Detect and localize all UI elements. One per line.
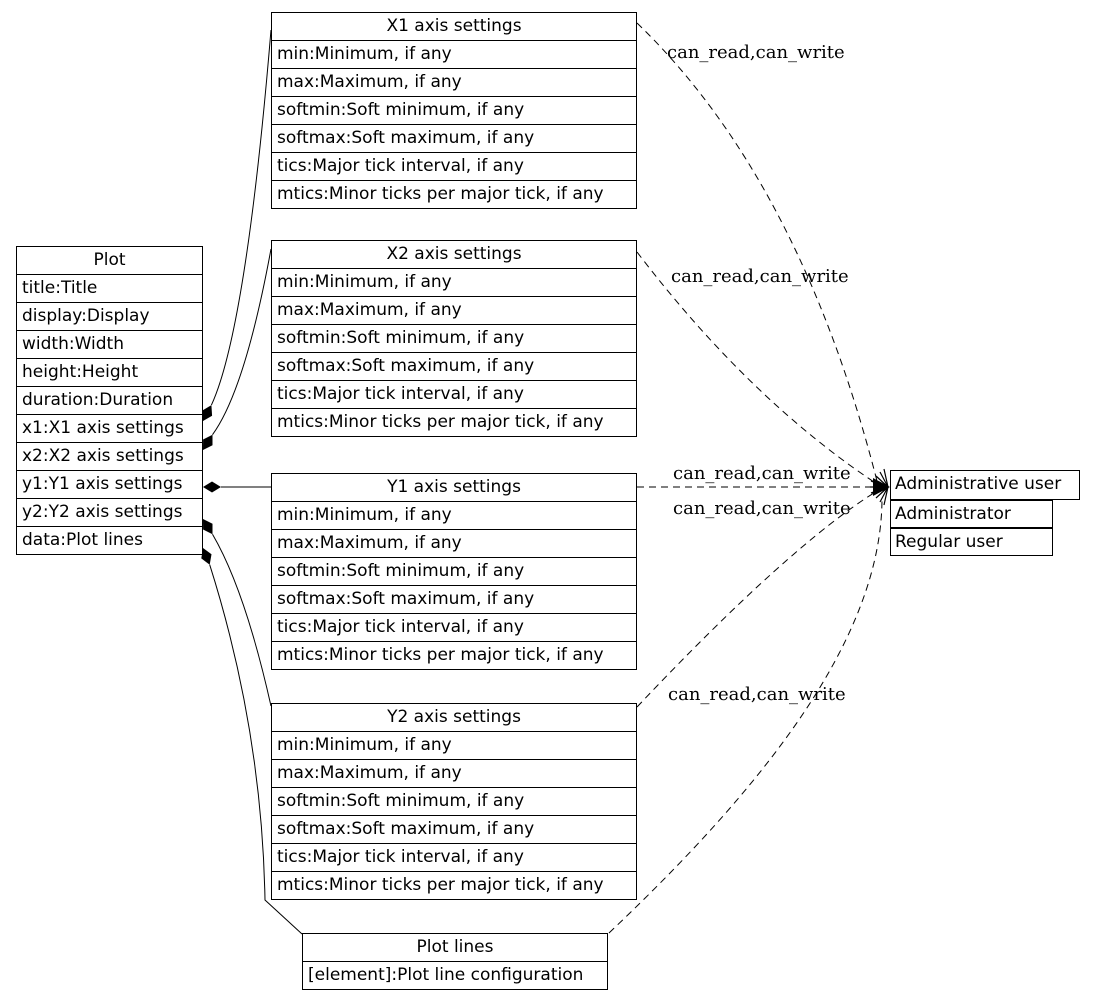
record-row: tics:Major tick interval, if any [272, 844, 636, 872]
edge-label-y1-permission: can_read,can_write [673, 463, 851, 484]
node-regular-user: Regular user [890, 528, 1053, 556]
edge-x1-admin-permission [636, 22, 878, 482]
record-row: [element]:Plot line configuration [308, 965, 584, 985]
node-x2-title: X2 axis settings [272, 241, 636, 269]
node-plot-lines-rows: [element]:Plot line configuration [303, 962, 607, 989]
edge-plot-x2-composition [212, 248, 272, 435]
composition-diamond-icon [202, 405, 213, 421]
record-row: y1:Y1 axis settings [17, 471, 202, 499]
record-row: softmax:Soft maximum, if any [272, 816, 636, 844]
record-row: softmin:Soft minimum, if any [272, 97, 636, 125]
record-row: min:Minimum, if any [272, 732, 636, 760]
record-row: max:Maximum, if any [272, 297, 636, 325]
record-row: x2:X2 axis settings [17, 443, 202, 471]
edge-plot-data-composition [209, 564, 303, 935]
record-row: softmax:Soft maximum, if any [272, 125, 636, 153]
record-row: softmin:Soft minimum, if any [272, 558, 636, 586]
edge-y2-admin-permission [636, 490, 878, 708]
node-regular-user-title: Regular user [895, 532, 1003, 552]
record-row: tics:Major tick interval, if any [272, 153, 636, 181]
edge-x2-admin-permission [636, 251, 878, 485]
edge-label-y2-permission: can_read,can_write [673, 498, 851, 519]
node-y1-title: Y1 axis settings [272, 474, 636, 502]
record-row: softmax:Soft maximum, if any [272, 353, 636, 381]
record-row: softmin:Soft minimum, if any [272, 325, 636, 353]
record-row: max:Maximum, if any [272, 530, 636, 558]
edge-label-x2-permission: can_read,can_write [671, 266, 849, 287]
arrowhead-icon [873, 478, 890, 496]
node-administrative-user: Administrative user [890, 470, 1080, 500]
node-administrative-user-title: Administrative user [895, 474, 1062, 494]
edge-plotlines-admin-permission [608, 497, 883, 934]
edge-label-x1-permission: can_read,can_write [667, 42, 845, 63]
record-row: width:Width [17, 331, 202, 359]
record-row: min:Minimum, if any [272, 502, 636, 530]
node-plot-lines: Plot lines [element]:Plot line configura… [302, 933, 608, 990]
record-row: min:Minimum, if any [272, 269, 636, 297]
record-row: mtics:Minor ticks per major tick, if any [277, 184, 604, 204]
record-row: duration:Duration [17, 387, 202, 415]
composition-diamond-icon [203, 481, 221, 493]
record-row: mtics:Minor ticks per major tick, if any [277, 412, 604, 432]
record-row: max:Maximum, if any [272, 69, 636, 97]
composition-diamond-icon [203, 519, 213, 535]
record-row: tics:Major tick interval, if any [272, 381, 636, 409]
node-y2-title: Y2 axis settings [272, 704, 636, 732]
record-row: mtics:Minor ticks per major tick, if any [277, 645, 604, 665]
record-row: data:Plot lines [22, 530, 144, 550]
edge-label-plotlines-permission: can_read,can_write [668, 684, 846, 705]
record-row: title:Title [17, 275, 202, 303]
node-administrator: Administrator [890, 500, 1053, 528]
record-row: tics:Major tick interval, if any [272, 614, 636, 642]
record-row: x1:X1 axis settings [17, 415, 202, 443]
node-administrator-title: Administrator [895, 504, 1011, 524]
record-row: min:Minimum, if any [272, 41, 636, 69]
edge-plot-y2-composition [212, 534, 272, 707]
composition-diamond-icon [203, 434, 213, 450]
record-row: mtics:Minor ticks per major tick, if any [277, 875, 604, 895]
record-row: display:Display [17, 303, 202, 331]
node-plot-lines-title: Plot lines [303, 934, 607, 962]
record-row: softmax:Soft maximum, if any [272, 586, 636, 614]
record-row: height:Height [17, 359, 202, 387]
node-x1-title: X1 axis settings [272, 13, 636, 41]
record-row: max:Maximum, if any [272, 760, 636, 788]
edge-plot-x1-composition [210, 29, 272, 406]
record-row: softmin:Soft minimum, if any [272, 788, 636, 816]
record-row: y2:Y2 axis settings [17, 499, 202, 527]
node-plot-title: Plot [17, 247, 202, 275]
composition-diamond-icon [201, 548, 212, 565]
